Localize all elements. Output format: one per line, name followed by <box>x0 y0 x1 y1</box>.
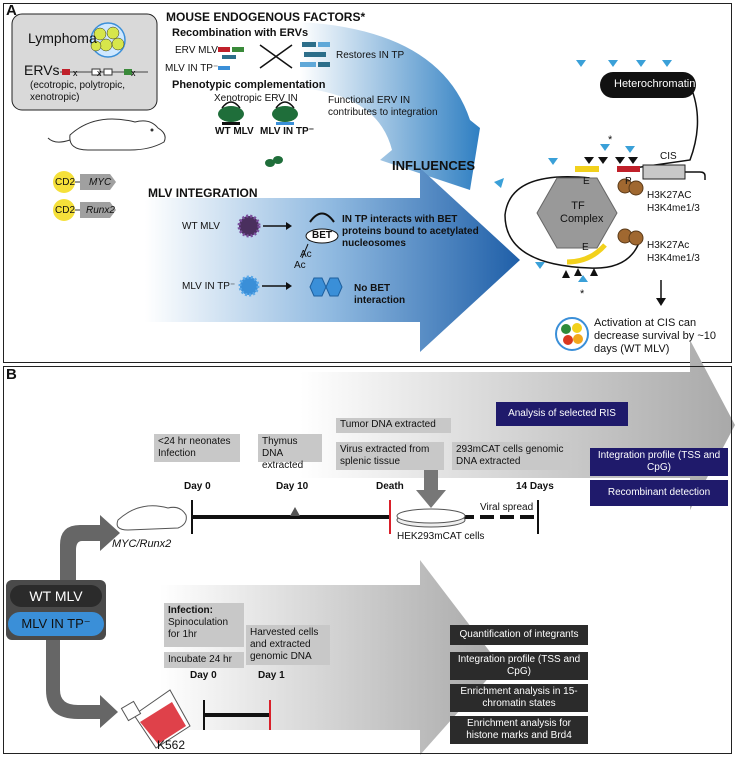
cd2-label-2: CD2 <box>55 205 76 216</box>
lymphoma-label: Lymphoma <box>28 30 97 46</box>
star-2: * <box>580 288 585 300</box>
cells293-box: 293mCAT cells genomic DNA extracted <box>452 442 570 470</box>
day1-bottom: Day 1 <box>258 670 285 681</box>
mouse-b-icon <box>116 505 187 531</box>
tp-strain: MLV IN TP⁻ <box>8 612 104 636</box>
tp-in-glyph <box>309 277 327 297</box>
runx2-label: Runx2 <box>86 205 115 216</box>
bottom-flow-arrow <box>160 560 500 755</box>
tp-strain-text: MLV IN TP⁻ <box>21 616 91 631</box>
infection-box: Infection: Spinoculation for 1hr <box>164 603 244 647</box>
phenotypic-title: Phenotypic complementation <box>172 79 326 91</box>
heterochromatin <box>600 72 696 98</box>
erv-glyphs: x x x <box>60 68 148 78</box>
tf-complex <box>536 177 618 249</box>
out-profile-bottom: Integration profile (TSS and CpG) <box>450 652 588 680</box>
day0-bottom: Day 0 <box>190 670 217 681</box>
enhancer-label-2: E <box>582 242 589 253</box>
day10-top: Day 10 <box>276 481 309 492</box>
mark-1a: H3K27AC <box>647 190 692 201</box>
svg-text:x: x <box>97 68 102 78</box>
cis-label: CIS <box>660 151 677 162</box>
wt-mlv-strain-text: WT MLV <box>29 588 83 604</box>
mouse-icon <box>47 118 166 151</box>
enhancer-label-1: E <box>583 176 590 187</box>
panel-b <box>3 366 732 754</box>
erv-mlv-label: ERV MLV <box>175 45 218 56</box>
tp-integration: MLV IN TP⁻ <box>182 281 236 292</box>
thymus-box: Thymus DNA extracted <box>258 434 322 471</box>
wt-mlv-integration: WT MLV <box>182 221 220 232</box>
svg-text:x: x <box>73 68 78 78</box>
mlv-in-tp-label: MLV IN TP⁻ <box>165 63 219 74</box>
mark-2a: H3K27Ac <box>647 240 690 251</box>
xeno-label: Xenotropic ERV IN <box>214 93 298 104</box>
tp-virus-icon <box>238 275 260 297</box>
heterochromatin-label: Heterochromatin <box>614 78 696 90</box>
bet-text: IN TP interacts with BET proteins bound … <box>342 214 479 249</box>
out-recombinant: Recombinant detection <box>590 480 728 506</box>
recombination-glyphs <box>218 42 330 70</box>
tumor-box: Tumor DNA extracted <box>336 418 451 433</box>
split-arrow <box>60 515 120 580</box>
death-top: Death <box>376 481 404 492</box>
neonates-box: <24 hr neonates Infection <box>154 434 240 462</box>
activation-text: Activation at CIS can decrease survival … <box>594 317 716 355</box>
recombination-title: Recombination with ERVs <box>172 27 309 39</box>
integration-arrow <box>145 168 520 352</box>
hek-label: HEK293mCAT cells <box>397 531 485 542</box>
mark-2b: H3K4me1/3 <box>647 253 700 264</box>
ac-label-2: Ac <box>294 260 306 271</box>
wt-mlv-strain: WT MLV <box>10 585 102 607</box>
out-chromatin: Enrichment analysis in 15-chromatin stat… <box>450 684 588 712</box>
out-quant: Quantification of integrants <box>450 625 588 645</box>
day0-top: Day 0 <box>184 481 211 492</box>
ervs-types: (ecotropic, polytropic, xenotropic) <box>30 80 126 103</box>
influences-arrow <box>300 22 480 190</box>
infection-head: Infection: <box>168 605 213 616</box>
incubate-box: Incubate 24 hr <box>164 652 244 668</box>
wt-virus-icon <box>237 214 261 238</box>
endogenous-title: MOUSE ENDOGENOUS FACTORS* <box>166 10 366 24</box>
ac-label-1: Ac <box>300 249 312 260</box>
out-profile-top: Integration profile (TSS and CpG) <box>590 448 728 476</box>
functional-label: Functional ERV IN contributes to integra… <box>328 95 438 118</box>
bet-label: BET <box>312 230 332 241</box>
integration-site-markers <box>494 60 672 282</box>
restores-label: Restores IN TP <box>336 50 405 61</box>
panel-b-letter: B <box>6 366 17 383</box>
phenotypic-glyphs <box>218 101 298 125</box>
virus-box: Virus extracted from splenic tissue <box>336 442 444 470</box>
no-bet-text: No BET interaction <box>354 283 406 306</box>
mouse-b-label: MYC/Runx2 <box>112 538 172 550</box>
panel-a-letter: A <box>6 2 17 19</box>
mark-1b: H3K4me1/3 <box>647 203 700 214</box>
promoter-label: P <box>625 176 632 187</box>
out-histone: Enrichment analysis for histone marks an… <box>450 716 588 744</box>
panel-a <box>3 3 732 363</box>
mlv-tp-label-a: MLV IN TP⁻ <box>260 126 314 137</box>
flask-icon <box>120 689 191 749</box>
cis-gene <box>642 164 686 180</box>
nucleosomes <box>617 178 644 246</box>
spread-label: Viral spread <box>480 502 534 513</box>
bet-complex <box>301 212 339 259</box>
cd2-label-1: CD2 <box>55 177 76 188</box>
svg-text:x: x <box>131 68 136 78</box>
influences-label: INFLUENCES <box>392 158 476 173</box>
tf-complex-label: TF Complex <box>560 200 604 225</box>
days14-top: 14 Days <box>516 481 554 492</box>
myc-label: MYC <box>89 177 112 188</box>
ervs-label: ERVs <box>24 62 60 78</box>
infection-text: Spinoculation for 1hr <box>168 617 229 640</box>
k562-label: K562 <box>157 738 186 752</box>
star-1: * <box>608 134 613 146</box>
harvest-box: Harvested cells and extracted genomic DN… <box>246 625 330 665</box>
wt-mlv-label-a: WT MLV <box>215 126 254 137</box>
out-ris: Analysis of selected RIS <box>496 402 628 426</box>
tumor-cell-icon <box>555 317 589 351</box>
integration-title: MLV INTEGRATION <box>148 186 258 200</box>
peak-markers <box>562 157 638 278</box>
enhancer-e2 <box>566 243 607 265</box>
